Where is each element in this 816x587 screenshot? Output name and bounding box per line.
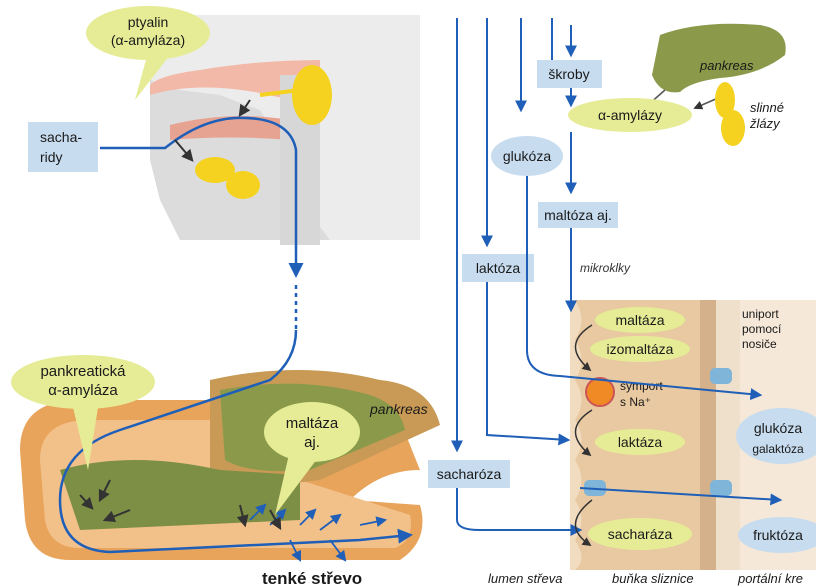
sacharidy-label-2: ridy [40,149,63,165]
tenke-strevo-label: tenké střevo [262,569,362,587]
maltoza-aj-box: maltóza aj. [538,202,618,228]
sacharaza-bubble: sacharáza [588,518,692,550]
laktaza-label: laktáza [618,434,663,450]
sacharoza-label: sacharóza [437,466,502,482]
ptyalin-label-1: ptyalin [128,14,168,30]
pankreas-organ: pankreas [652,24,786,93]
sacharidy-label-1: sacha- [40,129,82,145]
pankreaticka-label-1: pankreatická [40,363,126,380]
slinne-zlazy-organ: slinné žlázy [715,82,784,146]
mikroklky-label: mikroklky [580,261,631,275]
sacharoza-box: sacharóza [428,460,510,488]
fruktoza-label: fruktóza [753,527,803,543]
maltoza-aj-label: maltóza aj. [544,207,612,223]
sacharidy-box: sacha- ridy [28,122,98,172]
laktoza-box: laktóza [462,254,534,282]
slinne-label-1: slinné [750,100,784,115]
pankreaticka-label-2: α-amyláza [48,382,118,399]
portalni-krev-label: portální kre [737,571,803,586]
symport-label-2: s Na⁺ [620,395,651,409]
maltaza-aj-label-2: aj. [304,434,320,451]
maltaza-bubble: maltáza [595,307,685,333]
glukoza-top-label: glukóza [503,148,551,164]
maltaza-label: maltáza [615,312,664,328]
uniport-label-3: nosiče [742,337,777,351]
izomaltaza-bubble: izomaltáza [590,336,690,362]
alfa-amylazy-label: α-amylázy [598,107,662,123]
uniport-label-2: pomocí [742,322,782,336]
pankreas-left-label: pankreas [369,401,428,417]
ptyalin-label-2: (α-amyláza) [111,32,185,48]
skroby-box: škroby [537,60,602,88]
alfa-amylazy-bubble: α-amylázy [568,98,692,132]
maltaza-aj-label-1: maltáza [286,415,339,432]
lumen-streva-label: lumen střeva [488,571,562,586]
pankreas-right-label: pankreas [699,58,754,73]
slinne-label-2: žlázy [749,116,781,131]
glukoza-right-label: glukóza [754,420,802,436]
laktoza-box-label: laktóza [476,260,521,276]
galaktoza-label: galaktóza [752,442,804,456]
skroby-label: škroby [548,66,589,82]
bunka-sliznice-label: buňka sliznice [612,571,694,586]
sacharaza-label: sacharáza [608,526,673,542]
glukoza-top-box: glukóza [491,136,563,176]
uniport-label-1: uniport [742,307,779,321]
laktaza-bubble: laktáza [595,429,685,455]
izomaltaza-label: izomaltáza [607,341,674,357]
